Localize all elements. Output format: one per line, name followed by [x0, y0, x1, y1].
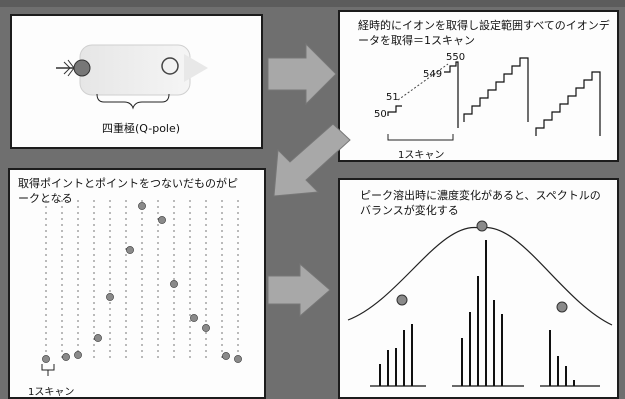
spectrum-diagram — [347, 220, 613, 387]
acquisition-point — [106, 293, 114, 301]
peak-curve — [347, 226, 613, 326]
acquisition-point — [94, 334, 102, 342]
points-scan-bracket — [41, 364, 55, 376]
quadrupole-diagram — [56, 44, 208, 110]
acquisition-point — [138, 202, 146, 210]
arrow-right-bottom — [267, 262, 331, 318]
scan-panel-title: 経時的にイオンを取得し設定範囲すべてのイオンデータを取得＝1スキャン — [358, 19, 610, 47]
label-50: 50 — [374, 109, 387, 120]
acquisition-point — [42, 355, 50, 363]
quadrupole-exit-cone — [184, 54, 208, 82]
arrow-right-top — [267, 42, 337, 106]
acquisition-point — [234, 355, 242, 363]
scan-staircase-2 — [463, 57, 529, 122]
quadrupole-panel: 四重極(Q-pole) — [10, 14, 263, 149]
peak-point — [396, 294, 408, 306]
spectrum-panel: ピーク溶出時に濃度変化があると、スペクトルのバランスが変化する — [338, 178, 619, 399]
points-scan-label: 1スキャン — [28, 387, 75, 398]
label-549: 549 — [423, 69, 443, 80]
scan-staircase-3 — [535, 71, 601, 136]
scan-points-diagram — [41, 200, 242, 376]
acquisition-point — [74, 351, 82, 359]
scan-panel: 経時的にイオンを取得し設定範囲すべてのイオンデータを取得＝1スキャン 550 5… — [338, 10, 619, 162]
ion-exit-circle — [161, 57, 179, 75]
acquisition-point — [202, 324, 210, 332]
quadrupole-rods — [79, 44, 191, 96]
acquisition-point — [126, 246, 134, 254]
peak-point — [476, 220, 488, 232]
peak-point — [556, 301, 568, 313]
acquisition-point — [190, 314, 198, 322]
scan-staircase-1 — [387, 61, 459, 128]
top-bar — [0, 0, 625, 7]
label-550: 550 — [446, 52, 466, 63]
label-51: 51 — [386, 92, 399, 103]
points-panel: 取得ポイントとポイントをつないだものがピークとなる 1スキャン — [8, 168, 266, 399]
acquisition-point — [222, 352, 230, 360]
scan-label: 1スキャン — [398, 150, 445, 161]
spectrum-panel-title: ピーク溶出時に濃度変化があると、スペクトルのバランスが変化する — [360, 189, 601, 217]
acquisition-point — [170, 280, 178, 288]
quadrupole-bracket — [96, 93, 170, 110]
acquisition-point — [158, 216, 166, 224]
acquisition-point — [62, 353, 70, 361]
points-panel-title: 取得ポイントとポイントをつないだものがピークとなる — [18, 177, 238, 205]
ion-entry-dot — [73, 59, 91, 77]
scan-staircase-diagram — [387, 57, 601, 141]
scan-bracket — [387, 134, 454, 141]
quadrupole-caption: 四重極(Q-pole) — [102, 122, 181, 135]
